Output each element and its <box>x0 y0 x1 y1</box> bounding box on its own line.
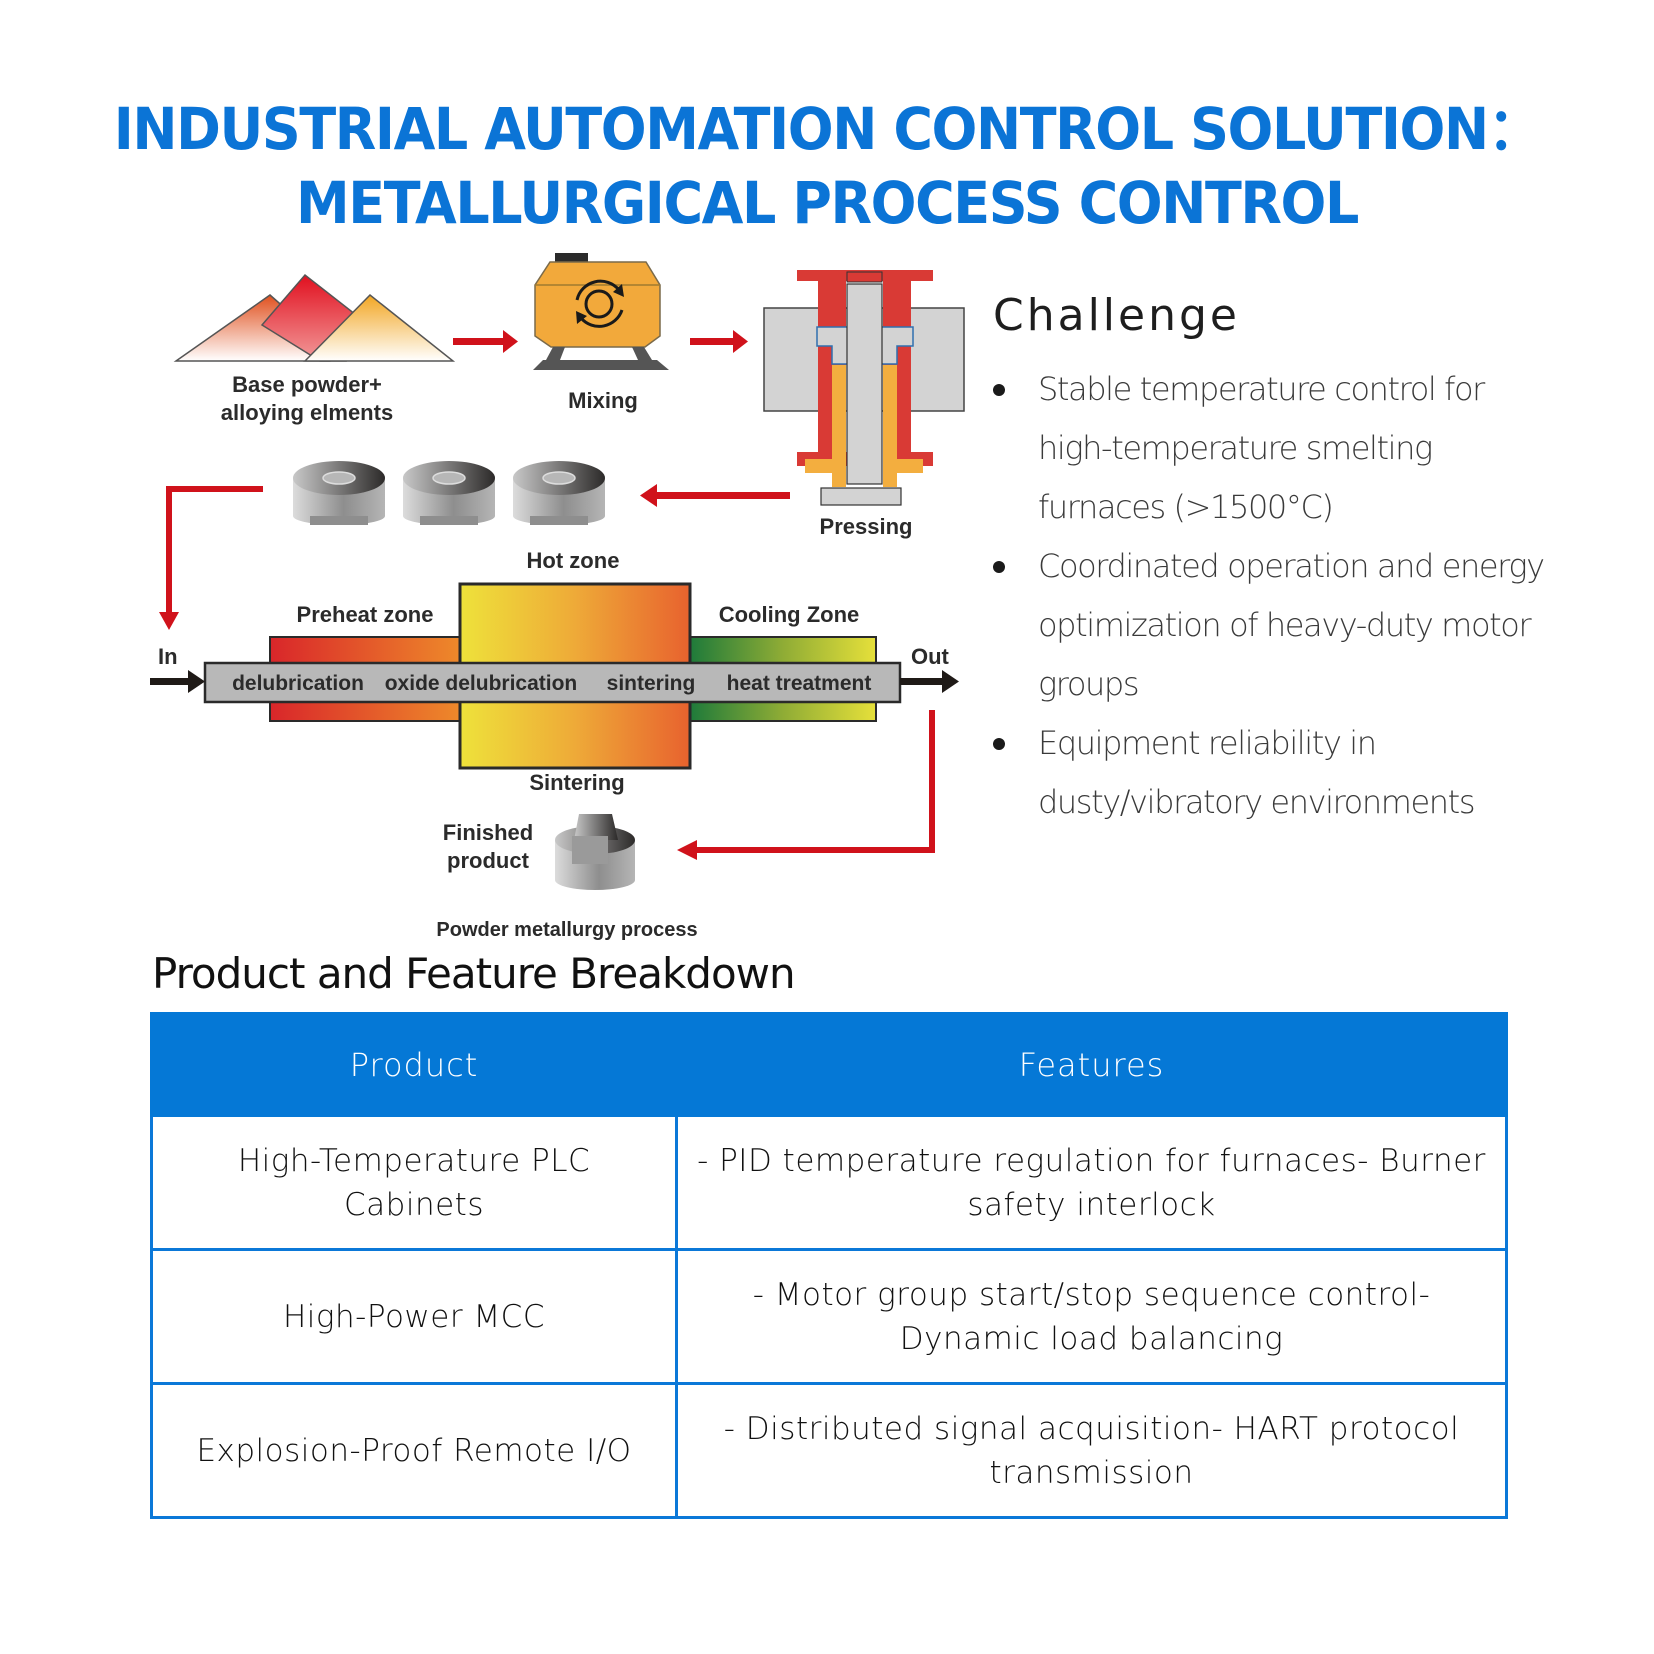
cooling-zone-label: Cooling Zone <box>719 602 860 627</box>
title-line-1: INDUSTRIAL AUTOMATION CONTROL SOLUTION： <box>113 95 1542 163</box>
powder-label-line-1: Base powder+ <box>232 372 382 397</box>
press-icon <box>763 270 965 506</box>
finished-label-line-1: Finished <box>443 820 533 845</box>
bullet-icon <box>993 561 1005 573</box>
product-cell: High-Power MCC <box>150 1248 678 1385</box>
features-cell: - Motor group start/stop sequence contro… <box>675 1248 1508 1385</box>
arrow-left-icon <box>677 710 935 860</box>
challenge-item-text: Coordinated operation and energy optimiz… <box>1038 547 1545 703</box>
table-header-row: Product Features <box>150 1012 1508 1117</box>
hot-zone-label: Hot zone <box>527 548 620 573</box>
stage-delubrication: delubrication <box>232 672 364 695</box>
features-cell: - PID temperature regulation for furnace… <box>675 1114 1508 1251</box>
arrow-left-icon <box>640 484 790 507</box>
compact-part <box>513 461 605 525</box>
stage-heat-treatment: heat treatment <box>727 672 872 695</box>
in-label: In <box>158 644 178 669</box>
breakdown-heading: Product and Feature Breakdown <box>152 949 796 998</box>
table-row: Explosion-Proof Remote I/O - Distributed… <box>150 1382 1508 1519</box>
mixer-icon <box>533 253 669 370</box>
sintering-furnace-icon <box>203 582 902 770</box>
powder-piles-icon <box>173 273 456 362</box>
powder-metallurgy-diagram: Base powder+ alloying elments Mixing <box>150 253 965 941</box>
in-arrow-icon <box>150 670 205 693</box>
furnace-tube <box>203 661 902 704</box>
challenge-item-text: Stable temperature control for high-temp… <box>1038 370 1485 526</box>
compacts-icon <box>293 461 605 525</box>
bullet-icon <box>993 738 1005 750</box>
finished-label-line-2: product <box>447 848 530 873</box>
challenge-item: Stable temperature control for high-temp… <box>993 360 1553 537</box>
product-cell: Explosion-Proof Remote I/O <box>150 1382 678 1519</box>
stage-oxide-delubrication: oxide delubrication <box>385 672 578 695</box>
challenge-heading: Challenge <box>993 290 1240 341</box>
bullet-icon <box>993 384 1005 396</box>
arrow-down-icon <box>159 486 263 630</box>
compact-part <box>293 461 385 525</box>
mixing-label: Mixing <box>568 388 638 413</box>
product-cell: High-Temperature PLC Cabinets <box>150 1114 678 1251</box>
features-cell: - Distributed signal acquisition- HART p… <box>675 1382 1508 1519</box>
arrow-right-icon <box>690 330 748 353</box>
pressing-label: Pressing <box>820 514 913 539</box>
product-feature-table: Product Features High-Temperature PLC Ca… <box>150 1012 1508 1519</box>
powder-pile-right <box>303 293 456 362</box>
table-row: High-Power MCC - Motor group start/stop … <box>150 1248 1508 1385</box>
title-line-2: METALLURGICAL PROCESS CONTROL <box>296 169 1359 237</box>
sintering-label: Sintering <box>529 770 624 795</box>
column-header-product: Product <box>150 1012 678 1117</box>
challenge-item: Equipment reliability in dusty/vibratory… <box>993 714 1553 832</box>
diagram-caption: Powder metallurgy process <box>436 919 697 941</box>
column-header-features: Features <box>675 1012 1508 1117</box>
challenge-item-text: Equipment reliability in dusty/vibratory… <box>1038 724 1476 821</box>
challenge-section: Challenge Stable temperature control for… <box>993 286 1553 832</box>
challenge-item: Coordinated operation and energy optimiz… <box>993 537 1553 714</box>
page-title: INDUSTRIAL AUTOMATION CONTROL SOLUTION： … <box>58 92 1596 240</box>
arrow-right-icon <box>453 330 518 353</box>
table-row: High-Temperature PLC Cabinets - PID temp… <box>150 1114 1508 1251</box>
finished-product-icon <box>555 814 635 890</box>
preheat-zone-label: Preheat zone <box>297 602 434 627</box>
stage-sintering: sintering <box>607 672 696 695</box>
out-label: Out <box>911 644 950 669</box>
compact-part <box>403 461 495 525</box>
challenge-list: Stable temperature control for high-temp… <box>993 360 1553 832</box>
powder-label-line-2: alloying elments <box>221 400 393 425</box>
out-arrow-icon <box>900 670 959 693</box>
